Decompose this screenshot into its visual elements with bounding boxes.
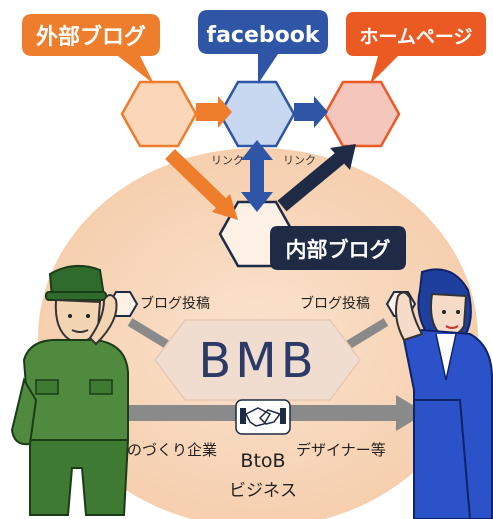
btob-label-line1: BtoB — [240, 450, 285, 472]
homepage-label: ホームページ — [359, 26, 472, 48]
party-label-right: デザイナー等 — [296, 441, 386, 459]
hexagon-external-blog — [120, 80, 198, 148]
bmb-hexagon — [154, 319, 361, 401]
link-label-left: リンク — [211, 154, 244, 167]
posting-label-left: ブログ投稿 — [140, 295, 210, 312]
label-bubble-external-blog: 外部ブログ — [22, 14, 160, 84]
posting-label-right: ブログ投稿 — [300, 295, 370, 312]
arrow-internal-to-homepage — [277, 144, 356, 212]
hexagon-homepage — [323, 80, 401, 148]
link-label-right: リンク — [283, 154, 316, 167]
label-bubble-homepage: ホームページ — [346, 12, 486, 84]
bmb-logo: BMB — [198, 333, 317, 389]
facebook-label: facebook — [207, 23, 321, 48]
factory-worker-figure — [10, 264, 130, 516]
label-bubble-facebook: facebook — [198, 10, 328, 84]
party-label-left: ものづくり企業 — [112, 441, 217, 459]
arrow-facebook-to-homepage — [294, 96, 328, 128]
handshake-icon — [235, 399, 291, 435]
hexagon-facebook — [218, 80, 296, 148]
external-blog-label: 外部ブログ — [36, 24, 146, 50]
btob-label-line2: ビジネス — [229, 481, 297, 501]
label-bubble-internal-blog: 内部ブログ — [270, 226, 406, 270]
arrow-facebook-internal-bidirectional — [241, 140, 273, 212]
arrow-external-to-facebook — [196, 96, 232, 128]
designer-woman-figure — [395, 268, 493, 519]
arrow-external-to-internal — [165, 148, 238, 220]
internal-blog-label: 内部ブログ — [286, 238, 391, 262]
